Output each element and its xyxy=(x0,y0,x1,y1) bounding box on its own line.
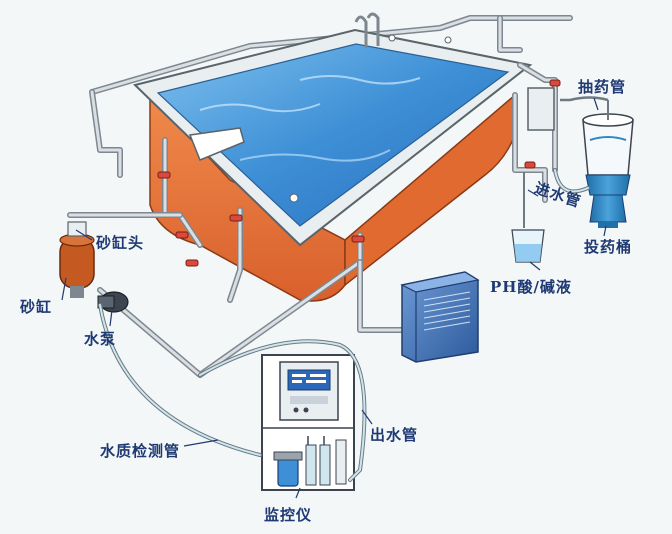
label-dosing-bucket: 投药桶 xyxy=(584,238,633,256)
leader-lines xyxy=(61,97,607,499)
label-monitor: 监控仪 xyxy=(264,506,313,524)
filter-cartridge xyxy=(277,457,299,487)
drain-icon xyxy=(289,193,299,203)
monitor-cabinet xyxy=(261,354,355,491)
ph-solution-cup xyxy=(511,229,545,263)
heat-pump-unit xyxy=(400,271,480,363)
sample-tubes xyxy=(98,303,367,482)
skimmer xyxy=(188,127,245,161)
label-sand-tank: 砂缸 xyxy=(20,298,53,316)
swimming-pool xyxy=(133,12,533,302)
label-suction-pipe: 抽药管 xyxy=(578,78,627,96)
dosing-bucket xyxy=(560,96,634,228)
pool-ladder xyxy=(354,12,380,48)
sand-tank-head xyxy=(67,221,87,237)
pipe-network-back xyxy=(89,15,573,178)
sand-tank xyxy=(59,221,95,298)
label-water-pump: 水泵 xyxy=(84,330,117,348)
valves xyxy=(157,79,561,267)
label-outlet-pipe: 出水管 xyxy=(370,426,419,444)
label-ph-solution: PH酸/碱液 xyxy=(490,278,572,296)
heat-exchanger xyxy=(527,87,555,131)
label-sand-tank-head: 砂缸头 xyxy=(96,234,145,252)
label-water-quality-pipe: 水质检测管 xyxy=(100,442,181,460)
